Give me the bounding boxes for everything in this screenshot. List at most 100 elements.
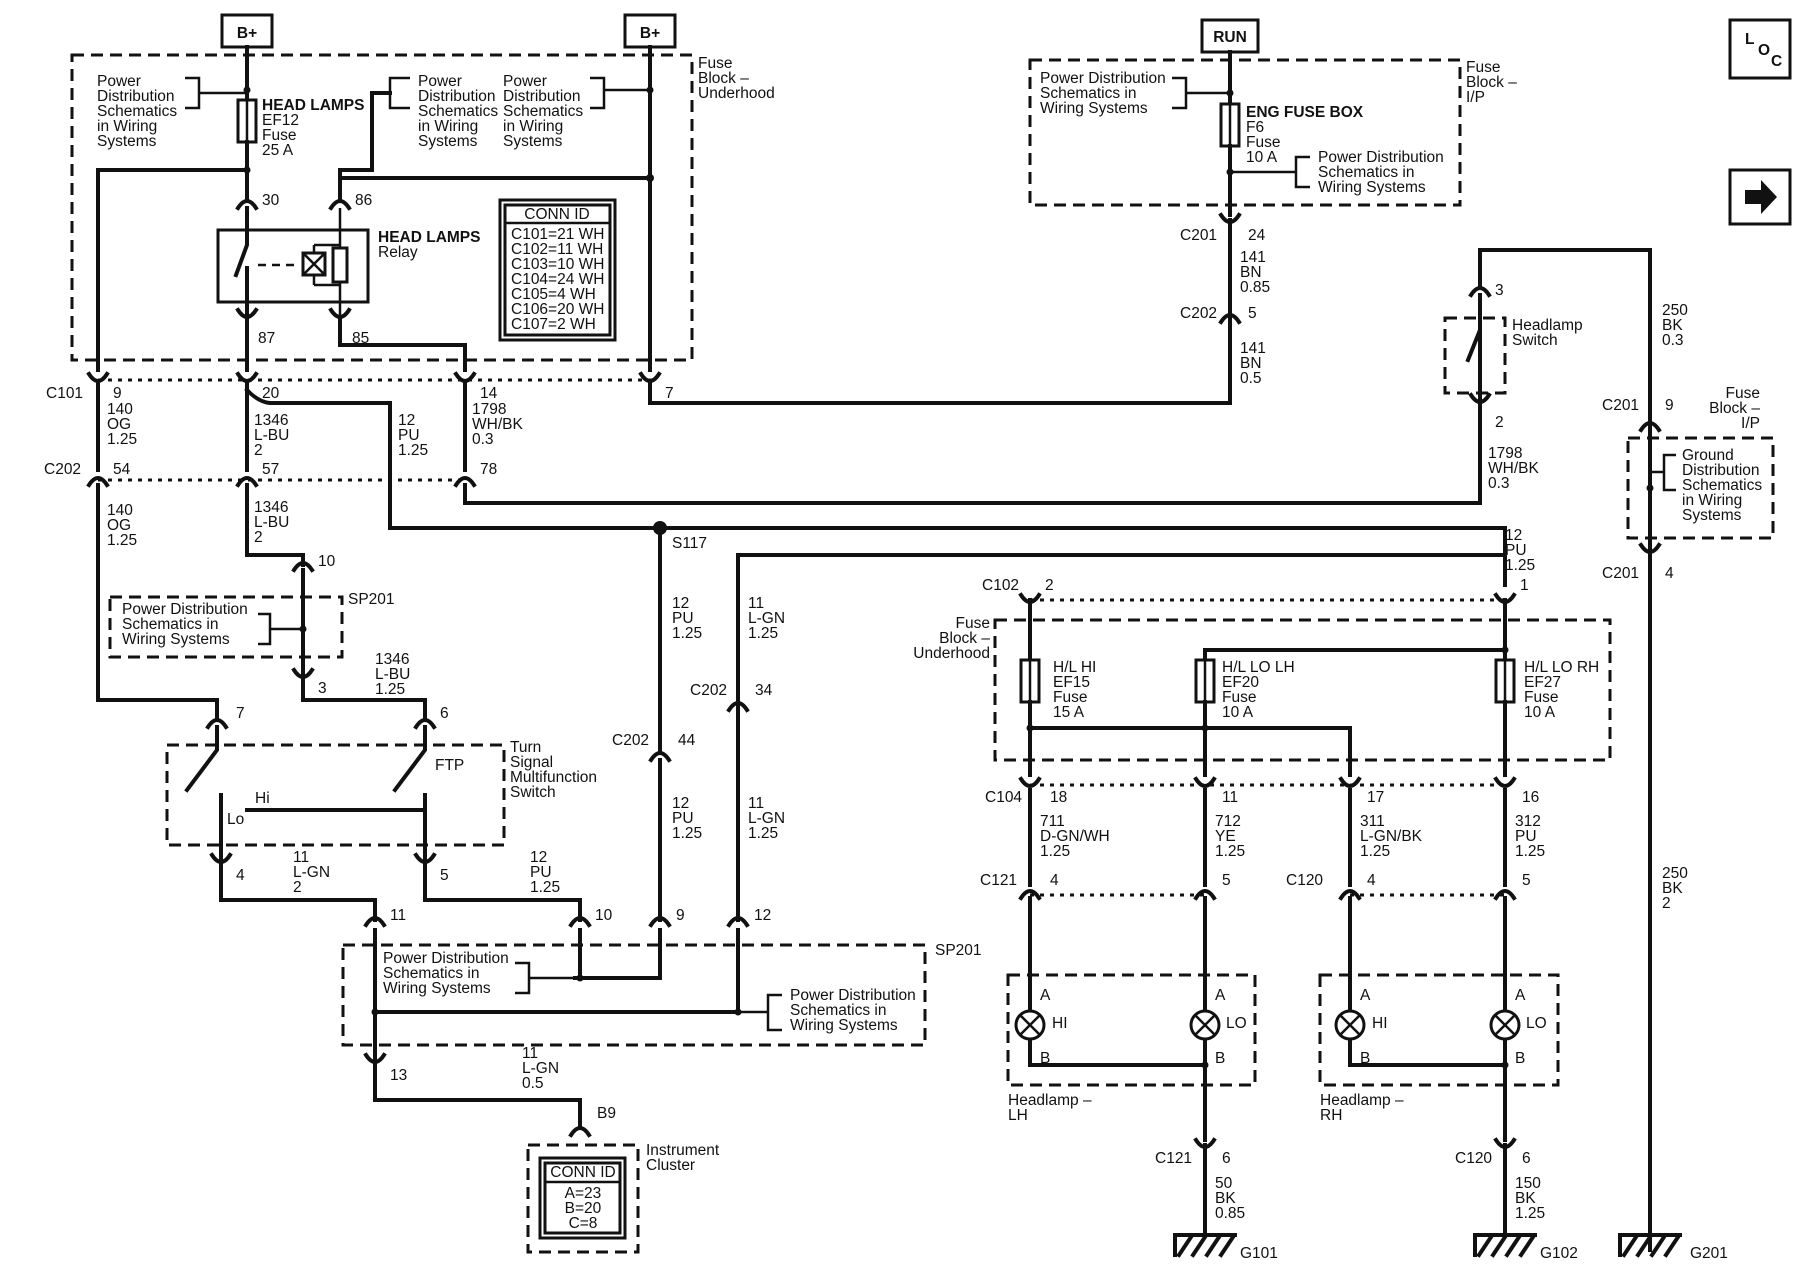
svg-text:PU: PU	[398, 427, 420, 444]
svg-text:1346: 1346	[375, 651, 409, 668]
svg-text:1.25: 1.25	[530, 879, 560, 896]
svg-text:Fuse: Fuse	[698, 55, 732, 72]
svg-text:ENG FUSE BOX: ENG FUSE BOX	[1246, 104, 1364, 121]
fuse-ef12: HEAD LAMPS EF12 Fuse 25 A	[236, 45, 364, 202]
svg-text:Schematics in: Schematics in	[1318, 164, 1414, 181]
svg-text:B=20: B=20	[565, 1200, 602, 1217]
svg-text:C202: C202	[690, 682, 727, 699]
svg-text:311: 311	[1360, 813, 1385, 830]
svg-text:YE: YE	[1215, 828, 1236, 845]
svg-text:141: 141	[1240, 340, 1266, 357]
svg-text:1.25: 1.25	[1215, 843, 1245, 860]
svg-text:BK: BK	[1515, 1190, 1536, 1207]
headlamp-rh: AB HI AB LO Headlamp – RH	[1318, 896, 1560, 1124]
svg-text:L-GN: L-GN	[748, 610, 785, 627]
svg-text:G201: G201	[1690, 1245, 1728, 1262]
svg-text:Underhood: Underhood	[698, 85, 775, 102]
svg-text:25 A: 25 A	[262, 142, 294, 159]
svg-text:0.3: 0.3	[1662, 332, 1684, 349]
svg-text:C121: C121	[980, 872, 1017, 889]
svg-text:312: 312	[1515, 813, 1541, 830]
svg-text:50: 50	[1215, 1175, 1233, 1192]
svg-text:Lo: Lo	[227, 811, 244, 828]
svg-text:C101: C101	[46, 385, 83, 402]
svg-text:Schematics in: Schematics in	[790, 1002, 886, 1019]
next-page-arrow-icon[interactable]	[1728, 168, 1792, 226]
wire-12-pu	[244, 387, 1507, 587]
svg-text:1.25: 1.25	[672, 625, 702, 642]
svg-text:Ground: Ground	[1682, 447, 1734, 464]
svg-text:A: A	[1215, 987, 1226, 1004]
svg-text:C201: C201	[1602, 397, 1639, 414]
svg-text:141: 141	[1240, 249, 1266, 266]
svg-text:Fuse: Fuse	[1524, 689, 1558, 706]
svg-text:54: 54	[113, 461, 131, 478]
svg-text:12: 12	[398, 412, 415, 429]
svg-text:B: B	[1040, 1050, 1050, 1067]
power-distribution-ref-1: Power Distribution Schematics in Wiring …	[97, 73, 247, 150]
svg-text:Headlamp: Headlamp	[1512, 317, 1583, 334]
svg-text:Block –: Block –	[1709, 400, 1760, 417]
svg-text:L-GN: L-GN	[748, 810, 785, 827]
svg-text:11: 11	[748, 795, 764, 812]
loc-icon[interactable]: LOC	[1728, 18, 1792, 80]
svg-text:C104=24 WH: C104=24 WH	[511, 271, 604, 288]
svg-text:C102: C102	[982, 577, 1019, 594]
svg-text:Wiring Systems: Wiring Systems	[1040, 100, 1148, 117]
wire-left-feed	[96, 168, 249, 372]
svg-text:A: A	[1040, 987, 1051, 1004]
head-lamps-relay: HEAD LAMPS Relay	[216, 206, 480, 322]
svg-text:1.25: 1.25	[107, 532, 137, 549]
svg-text:C202: C202	[44, 461, 81, 478]
b-plus-left: B+	[220, 13, 274, 49]
svg-text:11: 11	[293, 849, 309, 866]
svg-text:F6: F6	[1246, 119, 1264, 136]
svg-text:EF12: EF12	[262, 112, 299, 129]
svg-text:PU: PU	[1505, 542, 1527, 559]
svg-text:FTP: FTP	[435, 757, 464, 774]
svg-text:Distribution: Distribution	[418, 88, 496, 105]
svg-text:in Wiring: in Wiring	[503, 118, 563, 135]
svg-text:2: 2	[254, 529, 263, 546]
svg-text:10: 10	[595, 907, 613, 924]
svg-text:0.5: 0.5	[1240, 370, 1262, 387]
svg-text:7: 7	[665, 385, 674, 402]
svg-text:Schematics in: Schematics in	[383, 965, 479, 982]
power-distribution-ref-3: Power Distribution Schematics in Wiring …	[503, 73, 650, 150]
svg-text:D-GN/WH: D-GN/WH	[1040, 828, 1110, 845]
svg-text:HEAD LAMPS: HEAD LAMPS	[262, 97, 364, 114]
svg-text:1.25: 1.25	[1505, 557, 1535, 574]
svg-text:L-BU: L-BU	[254, 427, 289, 444]
svg-text:BK: BK	[1662, 317, 1683, 334]
svg-text:EF15: EF15	[1053, 674, 1090, 691]
svg-text:C107=2 WH: C107=2 WH	[511, 316, 596, 333]
svg-text:HI: HI	[1052, 1015, 1068, 1032]
svg-text:250: 250	[1662, 865, 1688, 882]
svg-text:A: A	[1515, 987, 1526, 1004]
svg-text:WH/BK: WH/BK	[472, 416, 523, 433]
svg-text:EF27: EF27	[1524, 674, 1561, 691]
svg-text:Schematics: Schematics	[503, 103, 583, 120]
svg-text:B9: B9	[597, 1105, 616, 1122]
svg-text:Schematics: Schematics	[418, 103, 498, 120]
svg-text:87: 87	[258, 330, 275, 347]
svg-text:12: 12	[754, 907, 771, 924]
svg-text:RH: RH	[1320, 1107, 1342, 1124]
svg-text:L-GN: L-GN	[293, 864, 330, 881]
svg-text:B: B	[1360, 1050, 1370, 1067]
svg-text:HEAD LAMPS: HEAD LAMPS	[378, 229, 480, 246]
svg-text:Signal: Signal	[510, 754, 553, 771]
svg-text:11: 11	[748, 595, 764, 612]
conn-id-table: CONN ID C101=21 WH C102=11 WH C103=10 WH…	[498, 198, 617, 342]
svg-text:C121: C121	[1155, 1150, 1192, 1167]
svg-text:14: 14	[480, 385, 498, 402]
svg-text:2: 2	[1045, 577, 1054, 594]
svg-text:OG: OG	[107, 517, 131, 534]
svg-text:2: 2	[1662, 895, 1671, 912]
svg-text:4: 4	[1050, 872, 1059, 889]
svg-text:Systems: Systems	[97, 133, 157, 150]
svg-text:10 A: 10 A	[1246, 149, 1278, 166]
svg-text:Systems: Systems	[1682, 507, 1742, 524]
